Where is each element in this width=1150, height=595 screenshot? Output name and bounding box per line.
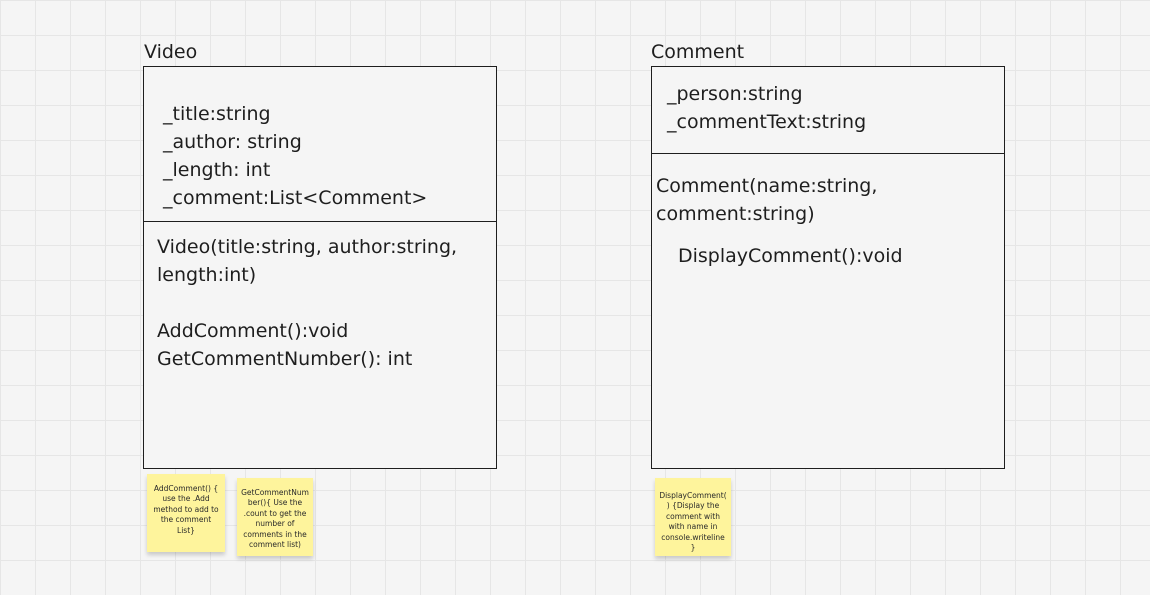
operation-list: Comment(name:string, comment:string) Dis… [656,172,903,270]
operation: Comment(name:string, comment:string) [656,175,878,225]
operation: DisplayComment():void [678,245,903,267]
operation: Video(title:string, author:string, lengt… [157,236,458,286]
attribute: _length: int [163,159,271,181]
attribute: _title:string [163,103,271,125]
operation: GetCommentNumber(): int [157,348,413,370]
attribute-list: _person:string _commentText:string [667,80,866,136]
sticky-note[interactable]: AddComment() { use the .Add method to ad… [147,474,225,552]
sticky-note[interactable]: DisplayComment() {Display the comment wi… [655,478,731,556]
attribute: _author: string [163,131,302,153]
operation-list: Video(title:string, author:string, lengt… [157,233,467,373]
attribute: _person:string [667,83,803,105]
compartment-divider [144,221,496,222]
operation: AddComment():void [157,320,349,342]
attribute-list: _title:string _author: string _length: i… [163,100,427,212]
attribute: _comment:List<Comment> [163,187,428,209]
attribute: _commentText:string [667,111,867,133]
class-box-comment[interactable]: _person:string _commentText:string Comme… [651,66,1005,469]
class-name-comment: Comment [651,41,745,63]
class-name-video: Video [144,41,198,63]
class-box-video[interactable]: _title:string _author: string _length: i… [143,66,497,469]
compartment-divider [652,153,1004,154]
sticky-note[interactable]: GetCommentNumber(){ Use the .count to ge… [237,478,313,556]
